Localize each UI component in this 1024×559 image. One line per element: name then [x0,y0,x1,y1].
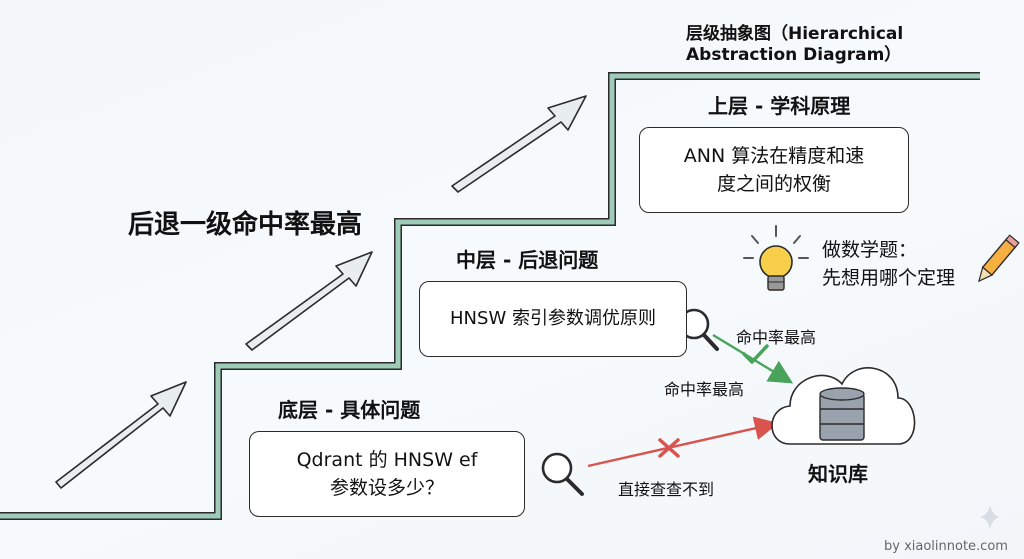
middle-level-box: HNSW 索引参数调优原则 [419,281,687,357]
knowledge-base-label: 知识库 [808,462,868,486]
tip-text: 做数学题： 先想用哪个定理 [822,239,956,289]
magnifier-icon-bottom [541,452,584,496]
ascending-arrows [55,95,587,489]
lightbulb-icon [743,225,809,291]
ascending-arrow-1 [55,381,187,489]
bottom-level-box: Qdrant 的 HNSW ef 参数设多少？ [249,431,525,517]
success-arrow [712,333,794,384]
hit-rate-label-2: 命中率最高 [664,380,745,399]
pencil-icon [978,234,1020,283]
top-level-box: ANN 算法在精度和速 度之间的权衡 [639,127,909,213]
bottom-level-heading: 底层 - 具体问题 [278,398,421,422]
miss-label: 直接查查不到 [618,480,715,499]
diagram-title: 层级抽象图（Hierarchical Abstraction Diagram） [686,24,904,65]
database-icon [819,387,865,441]
cross-icon [658,438,680,458]
ascending-arrow-3 [451,95,587,193]
staircase [0,72,980,520]
footer-credit: by xiaolinnote.com [884,539,1008,554]
big-caption: 后退一级命中率最高 [128,210,363,240]
check-icon [742,344,769,364]
knowledge-base-icon [771,367,916,445]
fail-arrow [587,416,779,468]
hit-rate-label-1: 命中率最高 [736,328,817,347]
top-level-heading: 上层 - 学科原理 [708,94,851,118]
middle-level-heading: 中层 - 后退问题 [456,248,599,272]
ascending-arrow-2 [245,251,373,351]
sparkle-icon [980,505,1000,529]
